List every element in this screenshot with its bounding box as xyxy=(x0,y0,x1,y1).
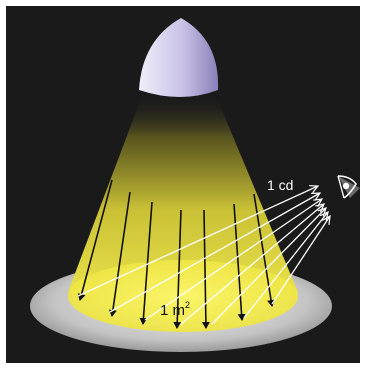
intensity-label: 1 cd xyxy=(267,177,293,193)
lamp-icon xyxy=(139,18,219,97)
ray xyxy=(243,212,328,319)
ray xyxy=(179,204,324,326)
flux-arrows xyxy=(77,179,275,329)
ray xyxy=(211,208,326,325)
flux-arrow xyxy=(173,209,182,329)
flux-arrow xyxy=(139,201,153,325)
ray xyxy=(271,216,330,305)
flux-arrow xyxy=(77,179,113,301)
area-label: 1 m2 xyxy=(160,300,190,319)
ray xyxy=(144,199,322,321)
eye-icon xyxy=(337,175,360,199)
area-label-exponent: 2 xyxy=(185,300,190,310)
reflected-rays xyxy=(77,186,330,326)
flux-arrow xyxy=(201,209,210,329)
ray xyxy=(77,186,318,297)
area-label-base: 1 m xyxy=(160,302,185,319)
flux-arrow xyxy=(108,191,131,317)
ray xyxy=(109,193,320,313)
